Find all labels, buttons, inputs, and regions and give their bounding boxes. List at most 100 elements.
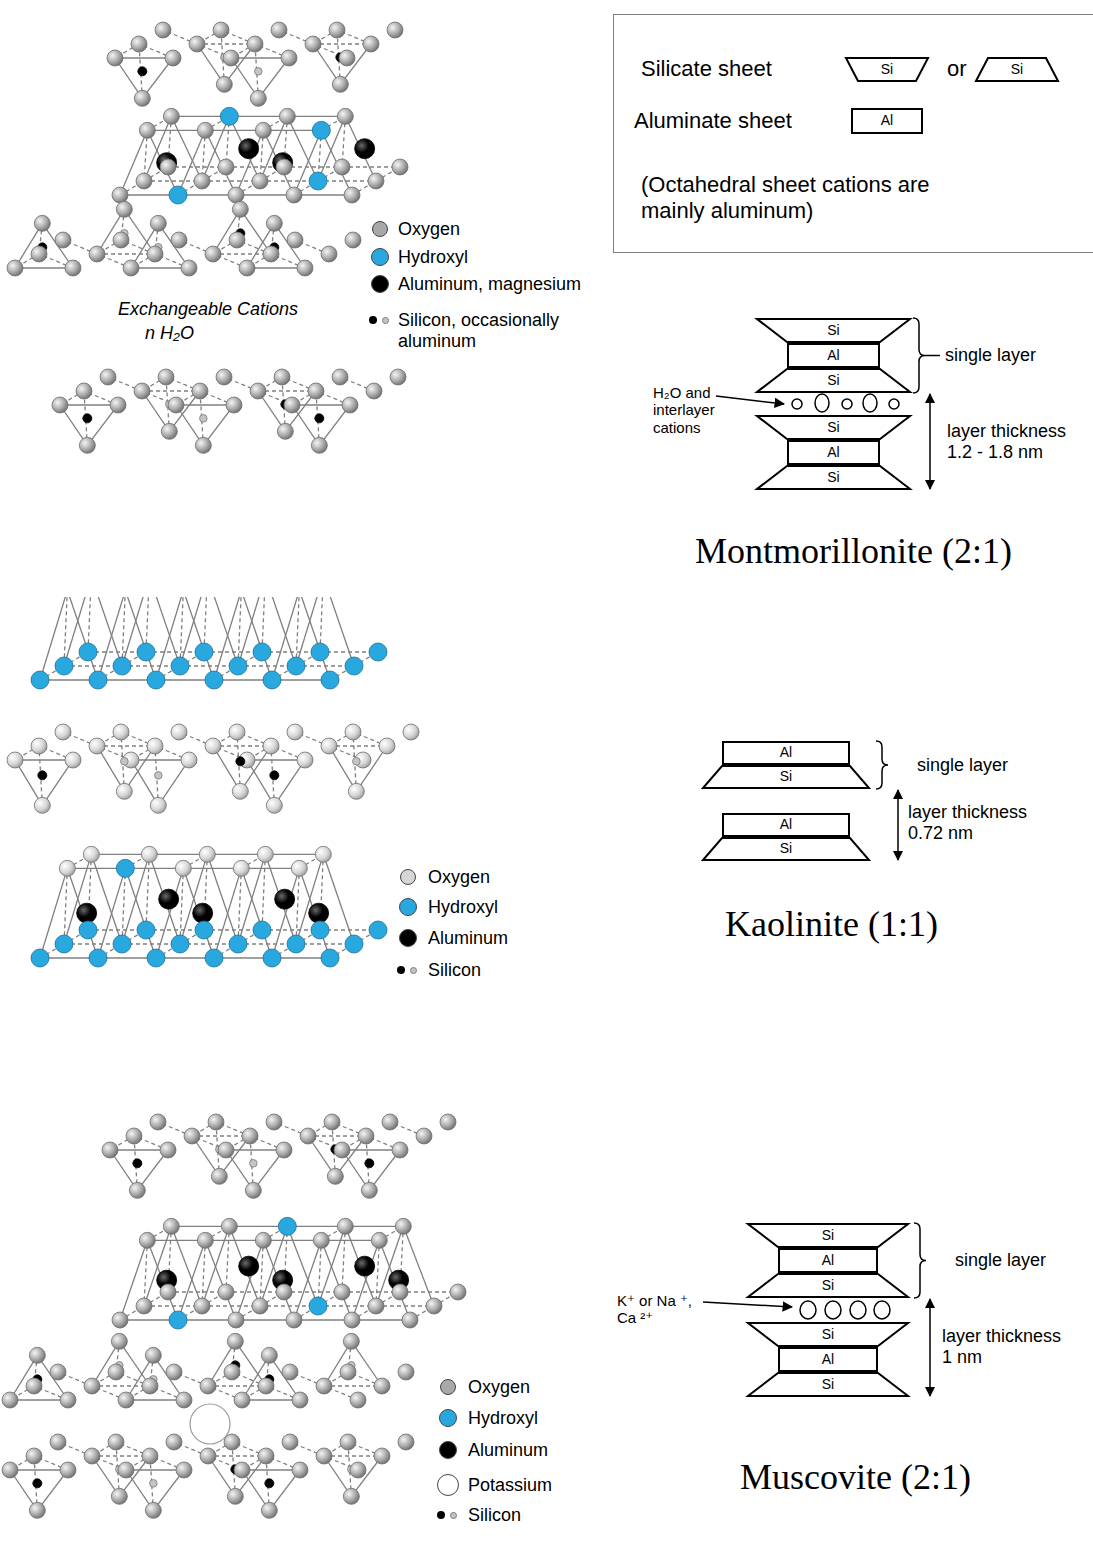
oxygen-atom [276, 159, 292, 175]
bond-line [342, 1149, 400, 1150]
oxygen-atom [340, 1364, 356, 1380]
legend-slot: Aluminum, magnesium [398, 274, 581, 295]
hydroxyl-atom [263, 671, 281, 689]
oxygen-atom [379, 738, 395, 754]
oxygen-atom [55, 232, 71, 248]
oxygen-atom [250, 383, 266, 399]
legend-heading: Aluminate sheet [634, 108, 792, 134]
hydroxyl-atom [31, 949, 49, 967]
oxygen-atom [300, 1128, 316, 1144]
layer-brace [876, 741, 888, 789]
oxygen-atom [334, 1284, 350, 1300]
bond-line [171, 1226, 229, 1227]
silicon-atom [200, 415, 208, 423]
interlayer-cation [842, 399, 852, 409]
oxygen-atom [134, 90, 150, 106]
bond-line [294, 194, 352, 195]
sheet-label: Si [822, 1377, 834, 1392]
oxygen-atom [200, 1378, 216, 1394]
oxygen-atom [107, 50, 123, 66]
oxygen-atom [257, 846, 273, 862]
bond-line [126, 1469, 184, 1470]
silicon-atom [33, 1479, 42, 1488]
oxygen-atom [232, 783, 248, 799]
oxygen-atom [337, 108, 353, 124]
oxygen-atom [263, 738, 279, 754]
aluminum-atom [77, 903, 97, 923]
bond-line [292, 404, 350, 405]
oxygen-atom [111, 1333, 127, 1349]
oxygen-atom [345, 232, 361, 248]
oxygen-atom [398, 1364, 414, 1380]
aluminum-atom [275, 889, 295, 909]
oxygen-atom [194, 173, 210, 189]
leader-arrow [716, 396, 784, 404]
mineral-title: Montmorillonite (2:1) [695, 531, 1012, 572]
oxygen-atom [403, 724, 419, 740]
bond-line [236, 194, 294, 195]
oxygen-atom [282, 1434, 298, 1450]
aluminum-atom [159, 889, 179, 909]
bond-line [313, 43, 371, 44]
oxygen-atom [31, 738, 47, 754]
aluminate-sheet: Al [787, 440, 880, 465]
oxygen-atom [116, 201, 132, 217]
oxygen-atom [258, 1378, 274, 1394]
sheet-outline [757, 416, 910, 439]
oxygen-atom [266, 215, 282, 231]
oxygen-atom [343, 1488, 359, 1504]
oxygen-atom [392, 1142, 408, 1158]
oxygen-atom [261, 1502, 277, 1518]
bond-line [97, 745, 155, 746]
oxygen-atom [165, 50, 181, 66]
oxygen-atom [155, 22, 171, 38]
hydroxyl-atom [345, 657, 363, 675]
bond-line [144, 180, 202, 181]
oxygen-atom [110, 397, 126, 413]
layer-label: single layer [945, 345, 1036, 366]
oxygen-atom [334, 159, 350, 175]
silicon-atom [365, 1159, 374, 1168]
oxygen-atom [266, 1114, 282, 1130]
oxygen-atom [205, 246, 221, 262]
silicon-atom [250, 1160, 258, 1168]
oxygen-atom [242, 1128, 258, 1144]
oxygen-atom [176, 1392, 192, 1408]
layer-brace [913, 318, 925, 393]
oxygen-atom [366, 383, 382, 399]
oxygen-atom [368, 1298, 384, 1314]
oxygen-atom [392, 1284, 408, 1300]
aluminum-atom [193, 903, 213, 923]
oxygen-atom [224, 1364, 240, 1380]
hydroxyl-atom [113, 935, 131, 953]
oxygen-atom [34, 797, 50, 813]
silicate-sheet: Si [748, 1372, 908, 1397]
hydroxyl-atom [253, 921, 271, 939]
bond-line [342, 166, 400, 167]
silicon-atom [121, 758, 129, 766]
oxygen-atom [129, 1182, 145, 1198]
oxygen-atom [113, 232, 129, 248]
sheet-label: Al [827, 348, 839, 363]
oxygen-atom [255, 122, 271, 138]
legend-swatch [371, 275, 389, 293]
bond-line [213, 745, 271, 746]
bond-line [147, 130, 205, 131]
bond-line [205, 130, 263, 131]
legend-swatch [371, 248, 389, 266]
oxygen-atom [281, 50, 297, 66]
oxygen-atom [329, 22, 345, 38]
bond-line [131, 267, 189, 268]
oxygen-atom [292, 1392, 308, 1408]
interlayer-cation [800, 1301, 816, 1319]
oxygen-atom [34, 215, 50, 231]
oxygen-atom [197, 122, 213, 138]
interlayer-label: n H₂O [145, 323, 194, 344]
oxygen-atom [287, 232, 303, 248]
oxygen-atom [277, 423, 293, 439]
bond-line [97, 253, 155, 254]
silicon-dot [450, 1512, 457, 1519]
label-slot: Muscovite (2:1) [740, 1457, 971, 1498]
interlayer-cation [825, 1301, 841, 1319]
bond-line [142, 390, 200, 391]
